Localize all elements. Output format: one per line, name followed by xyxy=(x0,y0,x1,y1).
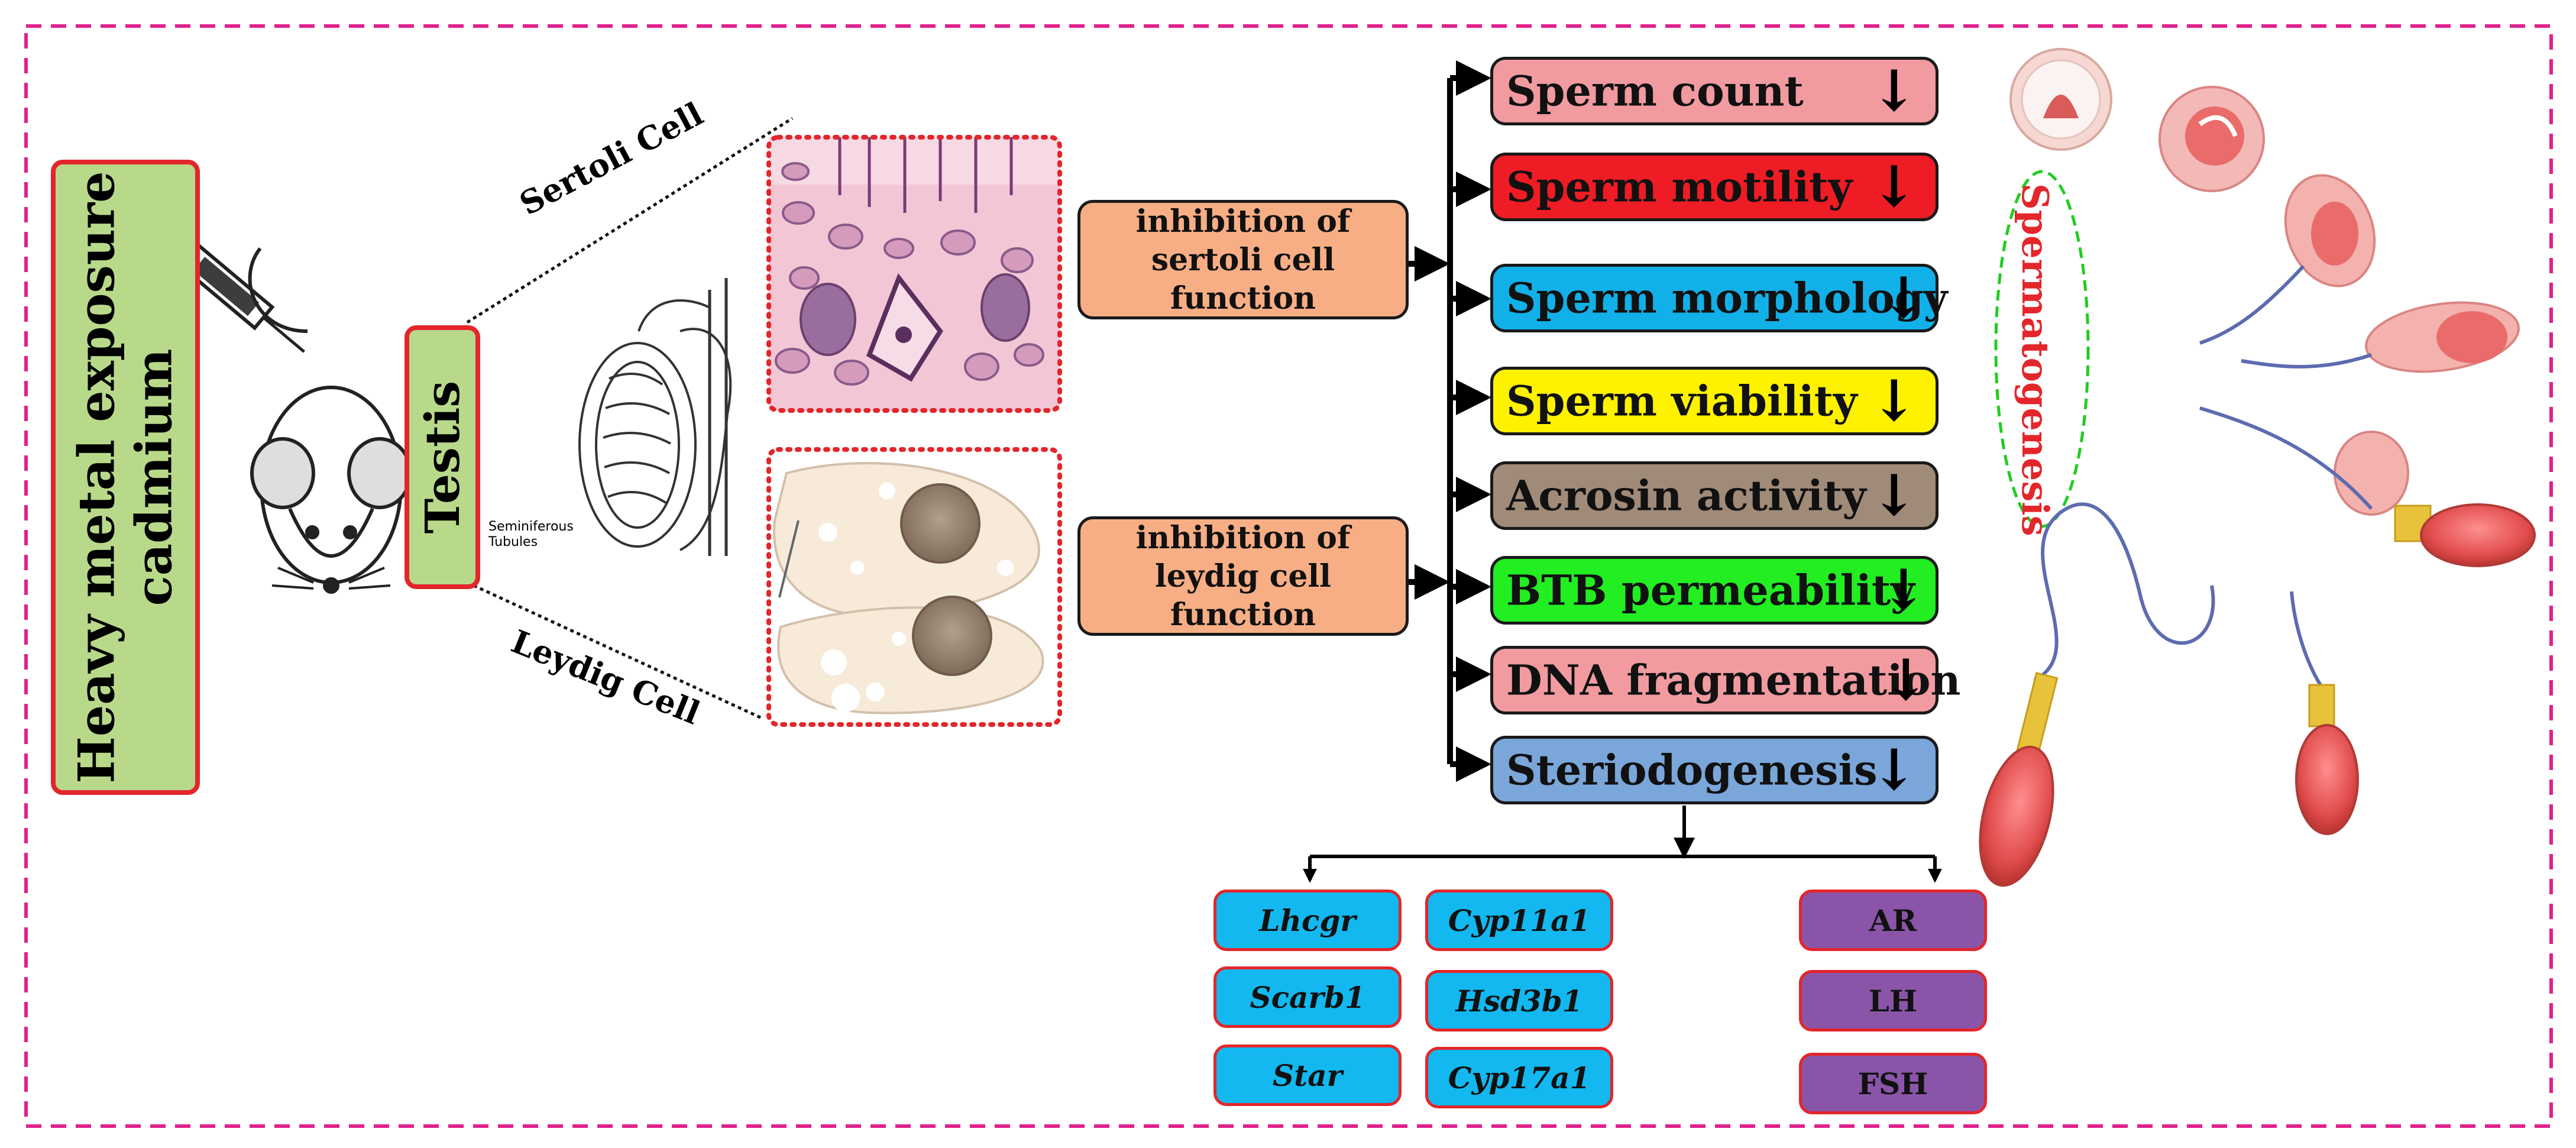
sertoli-connector xyxy=(466,117,794,324)
hormone-lh: LH xyxy=(1799,970,1987,1031)
effect-label: DNA fragmentation xyxy=(1506,655,1961,705)
spermatogenesis-ring xyxy=(1994,170,2090,528)
effect-label: Sperm viability xyxy=(1506,376,1857,426)
decrease-arrow-icon: ↓ xyxy=(1870,367,1918,434)
effect-sperm-morphology: Sperm morphology ↓ xyxy=(1490,264,1947,332)
bus-branch-arrows xyxy=(1450,60,1491,782)
gene-cyp17a1: Cyp17a1 xyxy=(1425,1047,1613,1108)
hormone-fsh: FSH xyxy=(1799,1053,1987,1114)
decrease-arrow-icon: ↓ xyxy=(1879,264,1927,331)
leydig-connector xyxy=(466,581,764,720)
effect-sperm-motility: Sperm motility ↓ xyxy=(1490,153,1939,221)
gene-lhcgr: Lhcgr xyxy=(1213,890,1402,951)
effect-label: Steriodogenesis xyxy=(1506,745,1878,795)
spermatogenesis-label: Spermatogenesis xyxy=(2014,183,2057,536)
decrease-arrow-icon: ↓ xyxy=(1870,736,1918,803)
hormone-ar: AR xyxy=(1799,890,1987,951)
decrease-arrow-icon: ↓ xyxy=(1870,153,1918,220)
effect-sperm-viability: Sperm viability ↓ xyxy=(1490,367,1939,435)
effect-dna-fragmentation: DNA fragmentation ↓ xyxy=(1490,646,1960,714)
effect-label: Acrosin activity xyxy=(1506,471,1866,520)
spermatogenesis-illustration xyxy=(1979,48,2536,887)
exposure-line2: cadmium xyxy=(124,348,183,606)
gene-hsd3b1: Hsd3b1 xyxy=(1425,970,1613,1031)
leydig-cell-image xyxy=(766,447,1062,727)
decrease-arrow-icon: ↓ xyxy=(1879,557,1927,623)
sertoli-histology-image xyxy=(766,135,1062,413)
steroidogenesis-branches xyxy=(1303,806,1942,883)
decrease-arrow-icon: ↓ xyxy=(1870,462,1918,529)
inhibition-leydig-box: inhibition of leydig cell function xyxy=(1077,516,1409,636)
effect-label: BTB permeability xyxy=(1506,565,1915,615)
seminiferous-tubules-label: Seminiferous Tubules xyxy=(488,519,574,550)
effect-btb-permeability: BTB permeability ↓ xyxy=(1490,556,1939,625)
gene-cyp11a1: Cyp11a1 xyxy=(1425,890,1613,951)
decrease-arrow-icon: ↓ xyxy=(1882,646,1930,713)
gene-scarb1: Scarb1 xyxy=(1213,966,1402,1028)
testis-label: Testis xyxy=(415,380,470,534)
testis-box: Testis xyxy=(404,325,480,589)
effect-label: Sperm count xyxy=(1506,66,1804,116)
gene-star: Star xyxy=(1213,1044,1402,1106)
effect-acrosin-activity: Acrosin activity ↓ xyxy=(1490,461,1939,530)
effect-label: Sperm motility xyxy=(1506,162,1853,212)
effect-label: Sperm morphology xyxy=(1506,273,1948,323)
testis-illustration xyxy=(578,278,732,556)
exposure-line1: Heavy metal exposure xyxy=(67,171,126,784)
effect-steroidogenesis: Steriodogenesis ↓ xyxy=(1490,736,1939,804)
mouse-icon xyxy=(248,247,412,594)
heavy-metal-exposure-box: Heavy metal exposure cadmium xyxy=(51,160,200,795)
effect-sperm-count: Sperm count ↓ xyxy=(1490,57,1939,125)
inhibition-sertoli-box: inhibition of sertoli cell function xyxy=(1077,200,1409,319)
decrease-arrow-icon: ↓ xyxy=(1870,57,1918,124)
